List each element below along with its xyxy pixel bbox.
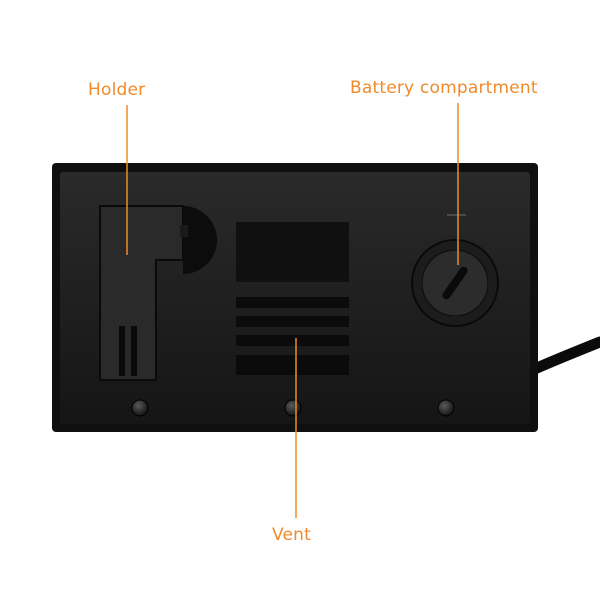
battery-compartment xyxy=(411,214,499,327)
battery-compartment-label: Battery compartment xyxy=(350,78,538,98)
screw-right xyxy=(437,399,455,417)
vent-label: Vent xyxy=(272,525,312,545)
holder xyxy=(99,205,217,381)
vent xyxy=(236,222,349,375)
battery-cover-slot xyxy=(442,266,468,300)
holder-label: Holder xyxy=(88,80,146,100)
screw-center xyxy=(284,399,302,417)
screw-left xyxy=(131,399,149,417)
power-cable xyxy=(522,336,600,378)
